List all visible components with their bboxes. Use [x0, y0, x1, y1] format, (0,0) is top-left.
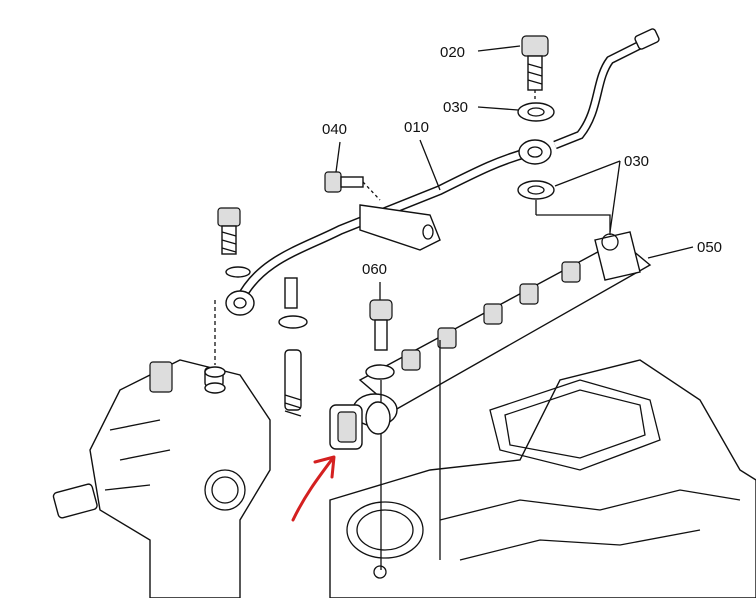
- fuel-pipe-010: [225, 28, 660, 316]
- label-040: 040: [322, 121, 347, 138]
- common-rail-050: [352, 231, 652, 560]
- label-020: 020: [440, 44, 465, 61]
- intake-manifold: [329, 359, 756, 598]
- washer-030-top: [517, 102, 555, 122]
- washer-030-lower: [517, 180, 611, 235]
- bolt-060: [365, 299, 395, 570]
- banjo-bolt-left: [204, 207, 251, 394]
- red-arrow-annotation: [291, 455, 336, 522]
- label-050: 050: [697, 239, 722, 256]
- injection-pump: [52, 359, 271, 598]
- label-030-right: 030: [624, 153, 649, 170]
- label-030-top: 030: [443, 99, 468, 116]
- banjo-bolt-020: [521, 35, 549, 100]
- label-060: 060: [362, 261, 387, 278]
- rail-pressure-sensor: [329, 401, 391, 450]
- bolt-040: [324, 171, 381, 201]
- leader-lines: [335, 45, 694, 300]
- label-010: 010: [404, 119, 429, 136]
- pipe-connector-left: [278, 277, 308, 417]
